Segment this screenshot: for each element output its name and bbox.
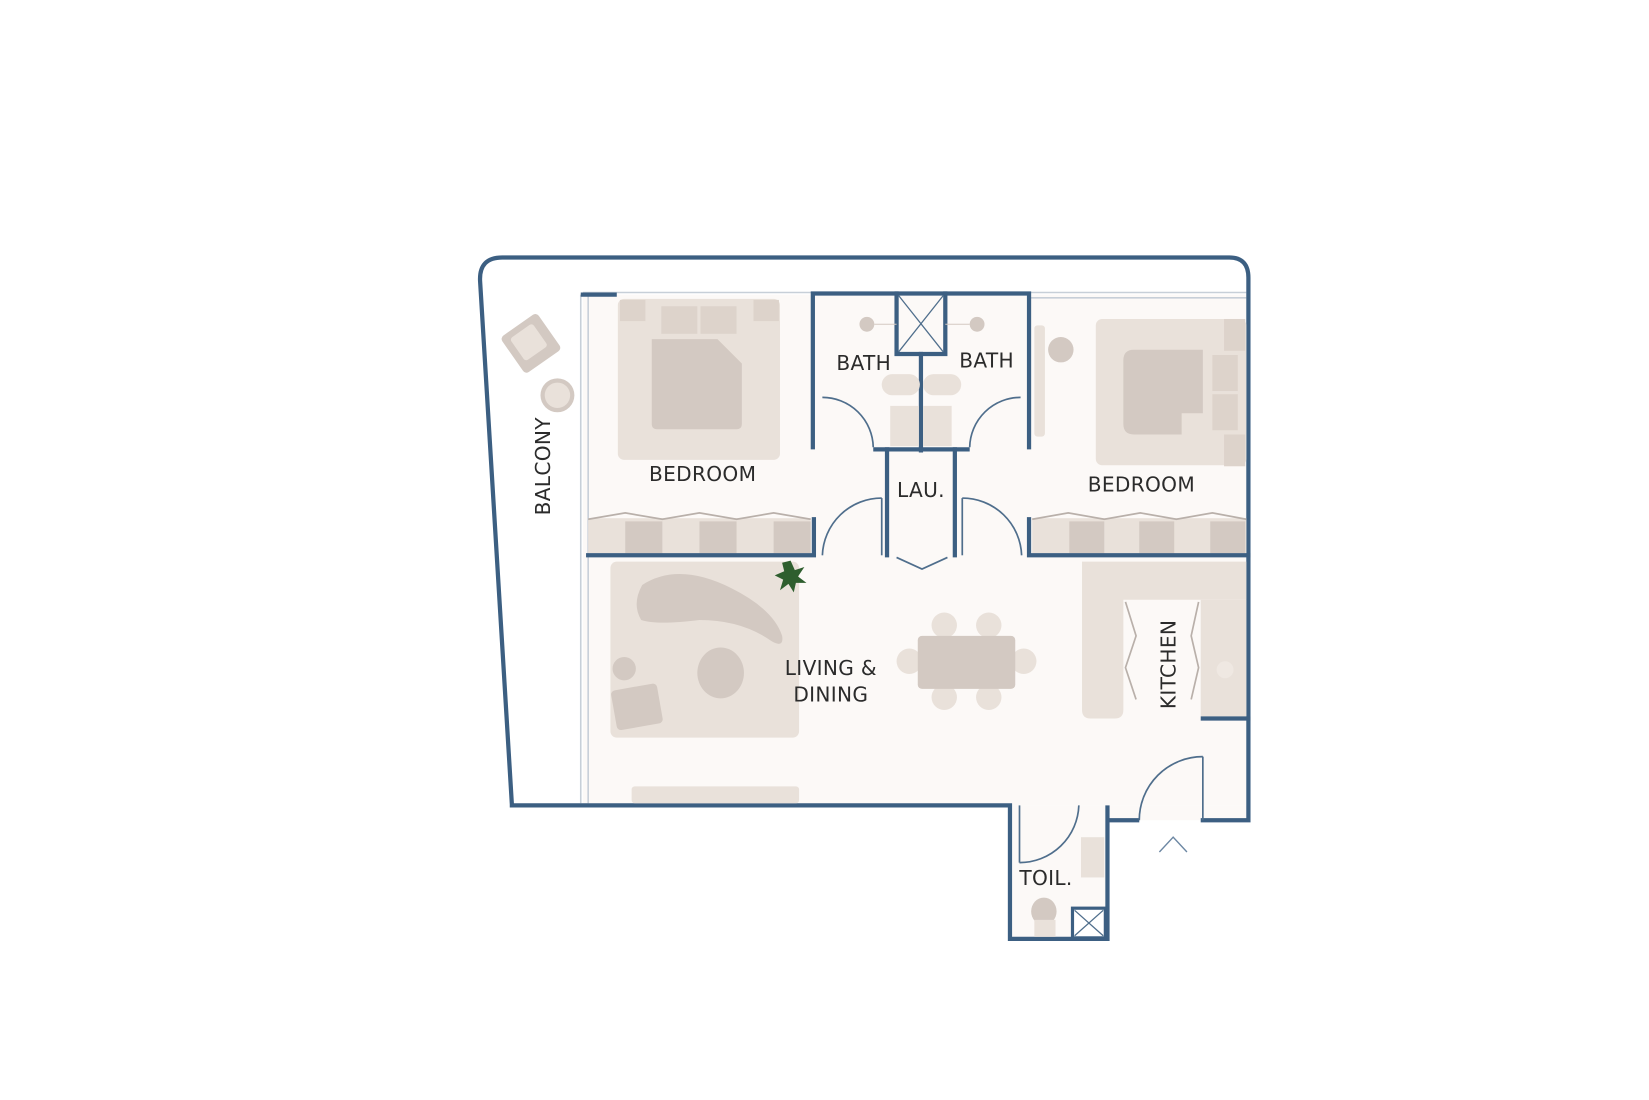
label-laundry: LAU. — [897, 478, 945, 502]
bath-fixtures — [859, 316, 985, 447]
living-furniture — [610, 561, 800, 804]
dining-table — [896, 612, 1037, 711]
bedroom-2-wall — [1026, 517, 1251, 558]
toilet-fixtures — [1018, 805, 1107, 940]
plant-icon — [774, 560, 807, 593]
label-kitchen: KITCHEN — [1156, 620, 1180, 709]
label-bedroom-1: BEDROOM — [649, 462, 756, 486]
bath-1-door[interactable] — [822, 396, 875, 448]
bedroom-1-door[interactable] — [821, 497, 882, 556]
label-bath-2: BATH — [959, 349, 1014, 373]
bedroom-1-wall — [586, 517, 817, 558]
entrance-arrow-icon — [1158, 836, 1188, 853]
bath-2-door[interactable] — [968, 396, 1021, 448]
label-bedroom-2: BEDROOM — [1088, 473, 1195, 497]
balcony-furniture — [501, 314, 575, 413]
bedroom-2-door[interactable] — [962, 497, 1023, 556]
laundry-door[interactable] — [896, 556, 948, 571]
label-toilet: TOIL. — [1018, 866, 1072, 890]
bedroom-1-furniture — [588, 298, 811, 554]
label-bath-1: BATH — [836, 351, 891, 375]
entrance-door[interactable] — [1138, 755, 1203, 821]
label-balcony: BALCONY — [531, 417, 555, 516]
label-living: LIVING & — [785, 656, 877, 680]
outer-wall — [477, 255, 1251, 942]
bedroom-2-furniture — [1032, 318, 1247, 554]
kitchen-furniture — [1082, 561, 1247, 719]
label-dining: DINING — [793, 683, 868, 707]
shaft-icon — [898, 295, 944, 353]
